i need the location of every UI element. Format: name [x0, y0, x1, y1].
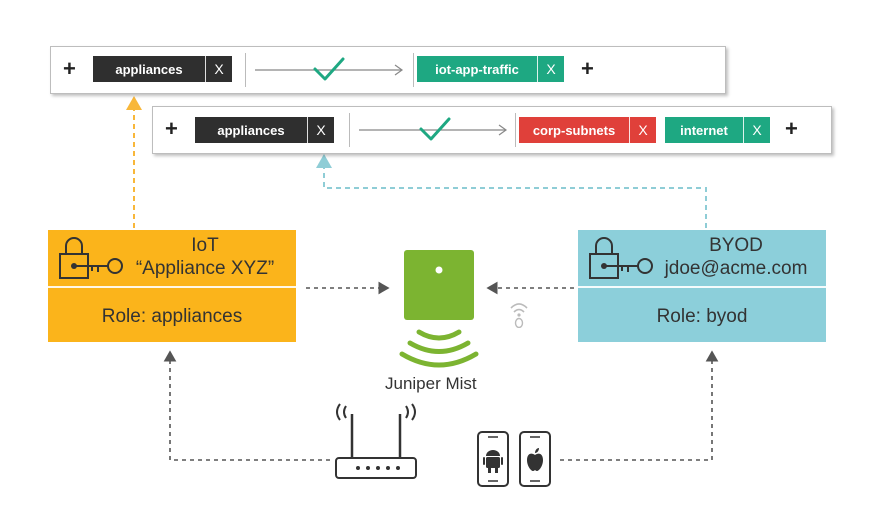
- byod-title-line1: BYOD: [709, 235, 763, 256]
- dest-tag-label: corp-subnets: [532, 122, 616, 138]
- policy-rule-top: + appliances X iot-app-traffic X +: [50, 46, 726, 94]
- source-tag-appliances: appliances X: [93, 56, 232, 82]
- source-tag-label: appliances: [115, 61, 183, 77]
- iot-title-line1: IoT: [191, 235, 219, 256]
- phones-to-byod-arrow: [560, 350, 719, 461]
- iot-role: Role: appliances: [101, 306, 243, 327]
- divider: [349, 113, 350, 147]
- lock-key-icon: [589, 237, 653, 279]
- dest-tag-label: internet: [680, 122, 728, 138]
- add-source-button[interactable]: +: [63, 56, 76, 81]
- source-tag-label: appliances: [217, 122, 285, 138]
- android-phone-icon: [477, 431, 509, 487]
- box-divider: [578, 286, 826, 288]
- byod-title: BYOD jdoe@acme.com: [650, 234, 822, 280]
- add-source-button[interactable]: +: [165, 116, 178, 141]
- source-tag-appliances: appliances X: [195, 117, 334, 143]
- dest-tag-corp-subnets: corp-subnets X: [519, 117, 656, 143]
- policy-rule-bottom: + appliances X corp-subnets X internet X…: [152, 106, 832, 154]
- allow-arrow: [255, 57, 404, 81]
- iot-title-line2: “Appliance XYZ”: [135, 258, 275, 279]
- juniper-mist-label: Juniper Mist: [385, 374, 477, 393]
- byod-device-box: BYOD jdoe@acme.com Role: byod: [578, 230, 826, 342]
- lock-key-icon: [59, 237, 123, 279]
- dest-tag-iot-app-traffic: iot-app-traffic X: [417, 56, 564, 82]
- byod-title-line2: jdoe@acme.com: [664, 258, 808, 279]
- add-destination-button[interactable]: +: [785, 116, 798, 141]
- iot-device-box: IoT “Appliance XYZ” Role: appliances: [48, 230, 296, 342]
- remove-dest-tag-button[interactable]: X: [537, 56, 564, 82]
- check-icon: [419, 117, 451, 141]
- router-to-iot-arrow: [163, 350, 330, 461]
- dest-tag-internet: internet X: [665, 117, 770, 143]
- check-icon: [313, 57, 345, 81]
- remove-source-tag-button[interactable]: X: [307, 117, 334, 143]
- mist-access-point-icon: [399, 250, 479, 368]
- wifi-icon: [510, 303, 528, 328]
- divider: [515, 113, 516, 147]
- byod-to-rule-connector: [316, 154, 707, 228]
- apple-phone-icon: [519, 431, 551, 487]
- byod-role: Role: byod: [656, 306, 748, 327]
- remove-dest-tag-button[interactable]: X: [743, 117, 770, 143]
- divider: [413, 53, 414, 87]
- allow-arrow: [359, 117, 508, 141]
- router-icon: [335, 403, 417, 479]
- iot-title: IoT “Appliance XYZ”: [118, 234, 292, 280]
- add-destination-button[interactable]: +: [581, 56, 594, 81]
- box-divider: [48, 286, 296, 288]
- remove-dest-tag-button[interactable]: X: [629, 117, 656, 143]
- remove-source-tag-button[interactable]: X: [205, 56, 232, 82]
- divider: [245, 53, 246, 87]
- dest-tag-label: iot-app-traffic: [435, 61, 519, 77]
